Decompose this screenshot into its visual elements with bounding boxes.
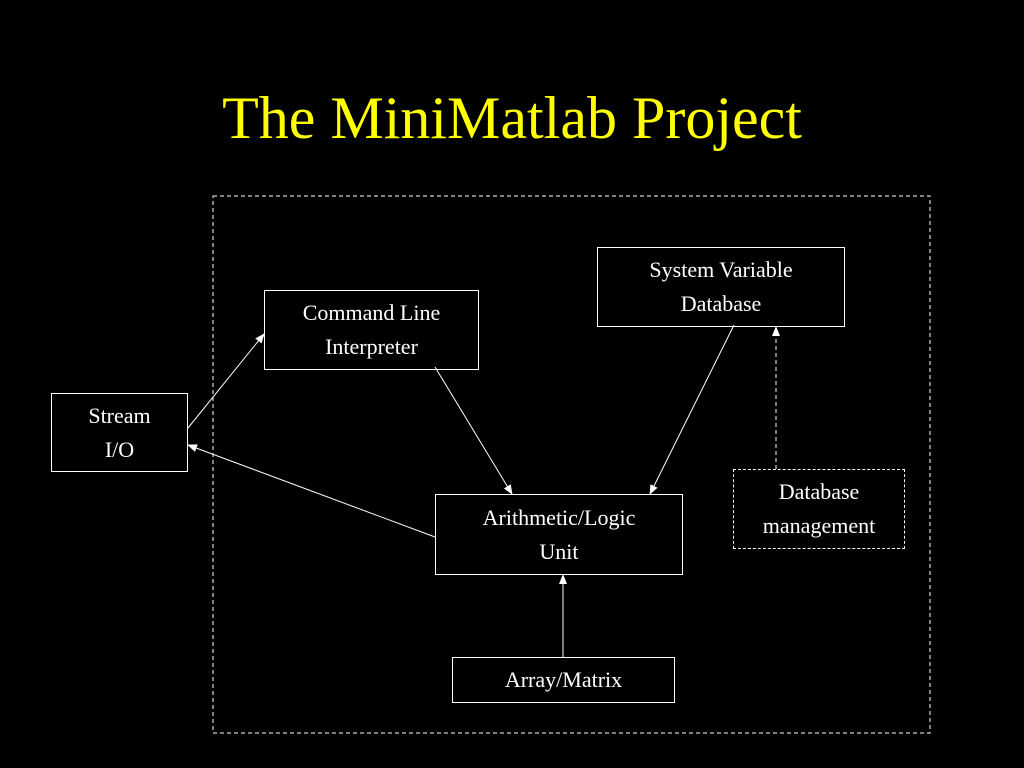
edge-alu-to-stream-io xyxy=(187,444,436,538)
slide-title: The MiniMatlab Project xyxy=(222,85,802,151)
node-system-variable-database: System Variable Database xyxy=(597,247,845,327)
node-array-matrix-label: Array/Matrix xyxy=(504,667,623,692)
node-stream-io: Stream I/O xyxy=(51,393,188,472)
node-stream-io-label: Stream I/O xyxy=(88,402,151,462)
node-arithmetic-logic-unit: Arithmetic/Logic Unit xyxy=(435,494,683,575)
node-database-management: Database management xyxy=(733,469,905,549)
node-array-matrix: Array/Matrix xyxy=(452,657,675,703)
node-command-line-interpreter-label: Command Line Interpreter xyxy=(302,300,441,359)
node-arithmetic-logic-unit-label: Arithmetic/Logic Unit xyxy=(482,504,636,564)
node-database-management-label: Database management xyxy=(762,479,876,538)
system-boundary xyxy=(212,195,931,734)
edge-stream-io-to-command-line-interpreter xyxy=(187,333,265,429)
node-command-line-interpreter: Command Line Interpreter xyxy=(264,290,479,370)
node-system-variable-database-label: System Variable Database xyxy=(649,257,793,316)
edge-command-line-interpreter-to-alu xyxy=(434,366,513,495)
edge-system-variable-database-to-alu xyxy=(649,324,735,495)
